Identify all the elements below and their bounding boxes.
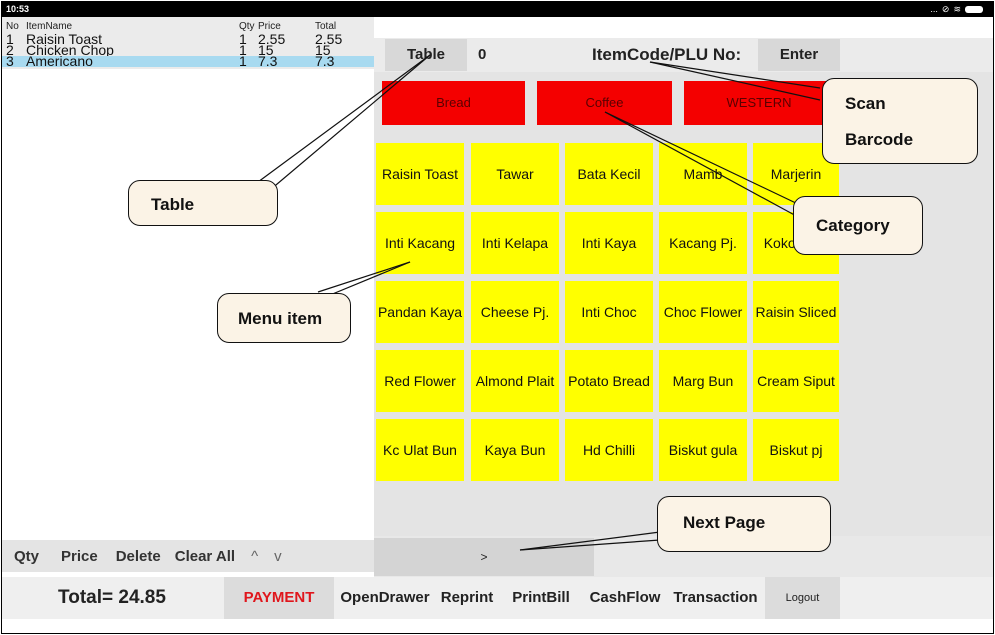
menu-item[interactable]: Hd Chilli: [565, 419, 653, 481]
category-bread[interactable]: Bread: [382, 81, 525, 125]
menu-item[interactable]: Pandan Kaya: [376, 281, 464, 343]
scroll-up-icon[interactable]: ^: [251, 547, 259, 565]
header-no: No: [6, 21, 19, 32]
enter-button[interactable]: Enter: [758, 39, 840, 71]
clear-all-button[interactable]: Clear All: [174, 547, 236, 565]
menu-item[interactable]: Mamb: [659, 143, 747, 205]
menu-item[interactable]: Inti Kelapa: [471, 212, 559, 274]
menu-item[interactable]: Raisin Sliced: [753, 281, 839, 343]
menu-item[interactable]: Cheese Pj.: [471, 281, 559, 343]
more-icon: ...: [930, 4, 938, 14]
print-bill-button[interactable]: PrintBill: [500, 577, 582, 619]
header-price: Price: [258, 21, 281, 32]
order-table-header: No ItemName Qty Price Total: [2, 17, 374, 34]
status-icons: ... ⊘ ≋: [930, 2, 983, 17]
order-row-selected[interactable]: 3 Americano 1 7.3 7.3: [2, 53, 374, 69]
next-page-button[interactable]: >: [374, 538, 594, 576]
category-western[interactable]: WESTERN: [684, 81, 834, 125]
menu-item[interactable]: Potato Bread: [565, 350, 653, 412]
order-row[interactable]: 1 Raisin Toast 1 2.55 2.55: [2, 31, 374, 47]
menu-item[interactable]: Raisin Toast: [376, 143, 464, 205]
callout-scan-barcode: Scan Barcode: [822, 78, 978, 164]
callout-category: Category: [793, 196, 923, 255]
callout-table-text: Table: [151, 195, 195, 214]
row-item-name: Americano: [26, 53, 93, 69]
bottom-bar: Total= 24.85 PAYMENT OpenDrawer Reprint …: [2, 577, 993, 619]
menu-item[interactable]: Inti Choc: [565, 281, 653, 343]
row-qty: 1: [239, 42, 247, 58]
order-rows: 1 Raisin Toast 1 2.55 2.55 2 Chicken Cho…: [2, 31, 374, 69]
row-item-name: Chicken Chop: [26, 42, 114, 58]
logout-button[interactable]: Logout: [765, 577, 840, 619]
scroll-down-icon[interactable]: v: [274, 547, 282, 565]
wifi-icon: ≋: [953, 4, 961, 14]
header-qty: Qty: [239, 21, 255, 32]
battery-icon: [965, 6, 983, 13]
row-total: 2.55: [315, 31, 343, 47]
callout-menu-item-text: Menu item: [238, 309, 323, 328]
row-item-name: Raisin Toast: [26, 31, 103, 47]
reprint-button[interactable]: Reprint: [435, 577, 499, 619]
row-qty: 1: [239, 31, 247, 47]
menu-item[interactable]: Bata Kecil: [565, 143, 653, 205]
table-button[interactable]: Table: [385, 39, 467, 71]
menu-item[interactable]: Kc Ulat Bun: [376, 419, 464, 481]
callout-next-page: Next Page: [657, 496, 831, 552]
row-price: 7.3: [258, 53, 278, 69]
qty-button[interactable]: Qty: [14, 547, 40, 565]
menu-item[interactable]: Red Flower: [376, 350, 464, 412]
open-drawer-button[interactable]: OpenDrawer: [336, 577, 434, 619]
row-price: 2.55: [258, 31, 286, 47]
row-no: 2: [6, 42, 14, 58]
delete-button[interactable]: Delete: [115, 547, 161, 565]
menu-item[interactable]: Kacang Pj.: [659, 212, 747, 274]
order-total: Total= 24.85: [58, 587, 166, 608]
header-total: Total: [315, 21, 337, 32]
row-price: 15: [258, 42, 274, 58]
menu-item[interactable]: Tawar: [471, 143, 559, 205]
plu-label[interactable]: ItemCode/PLU No:: [592, 45, 742, 64]
cash-flow-button[interactable]: CashFlow: [584, 577, 666, 619]
menu-item[interactable]: Kaya Bun: [471, 419, 559, 481]
menu-item[interactable]: Inti Kaya: [565, 212, 653, 274]
status-bar: 10:53 ... ⊘ ≋: [2, 2, 993, 17]
category-coffee[interactable]: Coffee: [537, 81, 672, 125]
callout-scan-text-1: Scan: [845, 94, 886, 113]
header-item-name: ItemName: [26, 21, 73, 32]
callout-table: Table: [128, 180, 278, 226]
menu-item[interactable]: Biskut pj: [753, 419, 839, 481]
order-row[interactable]: 2 Chicken Chop 1 15 15: [2, 42, 374, 58]
row-total: 7.3: [315, 53, 335, 69]
mute-icon: ⊘: [941, 4, 950, 14]
menu-item[interactable]: Almond Plait: [471, 350, 559, 412]
row-total: 15: [315, 42, 331, 58]
price-button[interactable]: Price: [61, 547, 98, 565]
order-panel: No ItemName Qty Price Total 1 Raisin Toa…: [2, 17, 374, 540]
transaction-button[interactable]: Transaction: [668, 577, 763, 619]
menu-item[interactable]: Inti Kacang: [376, 212, 464, 274]
payment-button[interactable]: PAYMENT: [224, 577, 334, 619]
callout-menu-item: Menu item: [217, 293, 351, 343]
order-edit-bar: Qty Price Delete Clear All ^ v: [2, 540, 374, 572]
menu-item[interactable]: Marg Bun: [659, 350, 747, 412]
callout-scan-text-2: Barcode: [845, 130, 914, 149]
row-no: 3: [6, 53, 14, 69]
menu-item[interactable]: Choc Flower: [659, 281, 747, 343]
menu-item[interactable]: Cream Siput: [753, 350, 839, 412]
callout-next-page-text: Next Page: [683, 513, 766, 532]
table-number: 0: [478, 46, 487, 63]
callout-category-text: Category: [816, 216, 890, 235]
row-qty: 1: [239, 53, 247, 69]
row-no: 1: [6, 31, 14, 47]
status-time: 10:53: [6, 4, 30, 14]
menu-item[interactable]: Biskut gula: [659, 419, 747, 481]
